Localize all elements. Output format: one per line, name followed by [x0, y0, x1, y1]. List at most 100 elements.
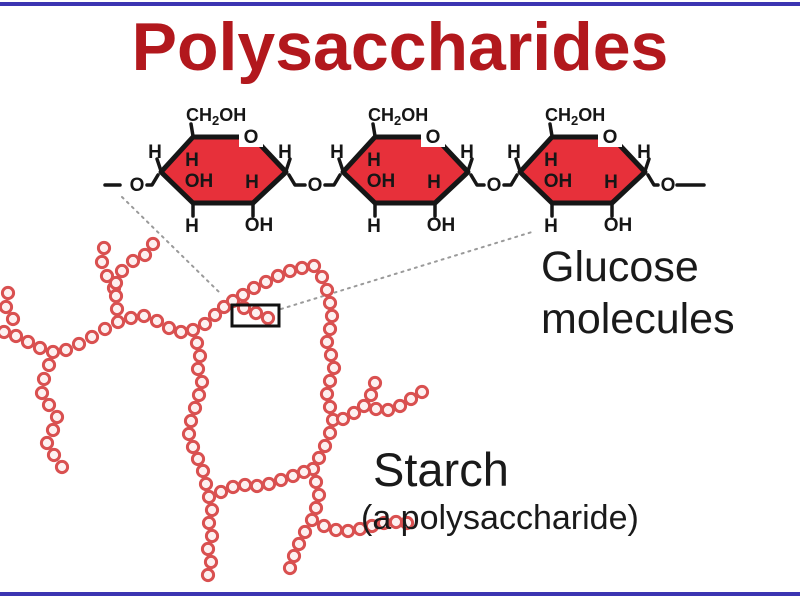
glucose-molecules-caption: Glucose molecules [541, 242, 735, 345]
starch-chain-4 [108, 236, 161, 291]
glucose-unit-bead [125, 253, 141, 269]
starch-chain-13 [213, 464, 312, 500]
glucose-unit-bead [54, 459, 70, 475]
bond [284, 157, 292, 173]
glucose-unit-bead [246, 280, 262, 296]
glucose-unit-bead [108, 275, 124, 291]
oh-label-inner-left: OH [185, 171, 214, 192]
bond [189, 122, 195, 138]
glucose-unit-bead [96, 240, 112, 256]
highlight-box [230, 303, 281, 328]
starch-molecule [0, 236, 430, 583]
ring-oxygen-notch [421, 126, 445, 147]
glucose-unit-bead [109, 301, 125, 317]
glucose-unit-bead [249, 478, 265, 494]
starch-chain-14 [304, 474, 327, 528]
bond [466, 157, 474, 173]
glucose-unit-bead [192, 348, 208, 364]
glucose-unit-bead [0, 299, 14, 315]
glucose-unit-bead [198, 476, 214, 492]
glucose-unit-bead [403, 391, 419, 407]
starch-chain-12 [368, 384, 430, 418]
starch-caption-line1: Starch [373, 443, 509, 496]
oh-label-bottom: OH [427, 215, 456, 236]
h-label-left-outer: H [148, 142, 162, 163]
ch2oh-label: CH2OH [186, 105, 246, 128]
glucose-unit-bead [5, 311, 21, 327]
glucose-unit-bead [136, 308, 152, 324]
glucose-unit-bead [49, 409, 65, 425]
h-label-inner-right: H [427, 172, 441, 193]
glucose-unit-bead [322, 321, 338, 337]
glucose-unit-bead [97, 321, 113, 337]
oh-label-inner-left: OH [544, 171, 573, 192]
glucose-unit-bead [213, 484, 229, 500]
glucose-unit-bead [297, 524, 313, 540]
starch-chain-9 [235, 258, 322, 303]
glucose-unit-bead [328, 522, 344, 538]
oh-label-bottom: OH [245, 215, 274, 236]
glucose-unit-bead [363, 387, 379, 403]
h-label-inner-left: H [544, 150, 558, 171]
glucose-unit-bead [204, 528, 220, 544]
glucose-unit-bead [235, 287, 251, 303]
h-label-inner-right: H [245, 172, 259, 193]
bond [155, 157, 163, 173]
glucose-unit-bead [308, 500, 324, 516]
glucose-unit-bead [317, 438, 333, 454]
glucose-unit-bead [308, 474, 324, 490]
glucose-unit-bead [0, 285, 16, 301]
glucose-unit-bead [0, 324, 12, 340]
h-label-right-outer: H [278, 142, 292, 163]
glucose-unit-bead [323, 347, 339, 363]
glucose-unit-bead [304, 512, 320, 528]
oh-label-bottom: OH [604, 215, 633, 236]
glucose-unit-bead [145, 236, 161, 252]
bond [323, 173, 342, 187]
bond [145, 173, 160, 187]
glucose-caption-line1: Glucose [541, 243, 699, 291]
glucose-unit-bead [322, 373, 338, 389]
glucose-unit-bead [399, 515, 415, 531]
zoom-connector-line-1 [121, 196, 220, 293]
glucose-unit-bead [322, 295, 338, 311]
glucose-unit-bead [203, 554, 219, 570]
glucose-caption-line2: molecules [541, 294, 735, 343]
ch2oh-label: CH2OH [545, 105, 605, 128]
bond [548, 122, 554, 138]
glucose-unit-bead [314, 269, 330, 285]
bond [643, 157, 651, 173]
glucose-unit-bead [322, 399, 338, 415]
starch-caption-line2: (a polysaccharide) [361, 499, 639, 537]
glucose-unit-bead [58, 342, 74, 358]
glucose-unit-bead [319, 386, 335, 402]
glucose-unit-bead [123, 310, 139, 326]
glucose-unit-bead [356, 398, 372, 414]
glucose-unit-bead [248, 305, 264, 321]
starch-chain-10 [305, 269, 342, 477]
glucose-unit-bead [197, 316, 213, 332]
glucose-unit-bead [181, 426, 197, 442]
page-title: Polysaccharides [131, 9, 669, 85]
h-label-bottom: H [185, 216, 199, 237]
zoom-connector-line-2 [280, 231, 533, 310]
glucose-unit-bead [237, 477, 253, 493]
glucose-unit-bead [282, 263, 298, 279]
glucose-unit-bead [45, 422, 61, 438]
bond [646, 173, 660, 187]
ring-oxygen-label: O [244, 127, 259, 148]
h-label-inner-left: H [185, 150, 199, 171]
bond [371, 122, 377, 138]
glucose-unit-bead [149, 313, 165, 329]
glucose-unit-bead [258, 274, 274, 290]
glucose-unit-bead [173, 324, 189, 340]
ring-oxygen-notch [598, 126, 622, 147]
glucose-unit-bead [380, 402, 396, 418]
glucose-unit-bead [261, 476, 277, 492]
h-label-right-outer: H [637, 142, 651, 163]
glucose-unit-bead [41, 357, 57, 373]
glucose-unit-bead [200, 541, 216, 557]
glucose-unit-bead [225, 479, 241, 495]
